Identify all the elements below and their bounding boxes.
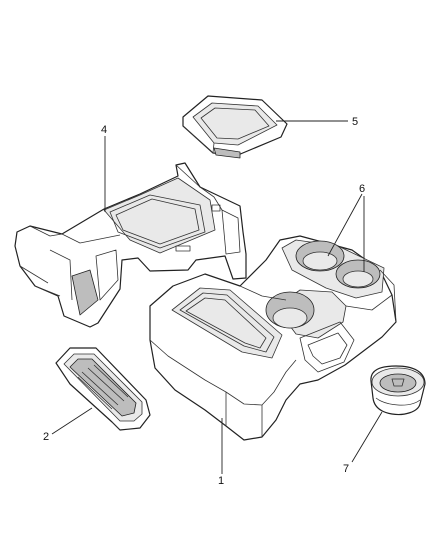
callout-5: 5 [352, 116, 358, 128]
callout-labels: 5 4 6 2 1 7 [43, 116, 365, 487]
part-7-cup-holder-insert [370, 365, 426, 416]
callout-6: 6 [359, 183, 365, 195]
part-1-console-body [149, 235, 397, 441]
callout-1: 1 [218, 475, 224, 487]
callout-4: 4 [101, 124, 107, 136]
callout-2: 2 [43, 431, 49, 443]
leader-7 [351, 411, 383, 463]
leader-lines [51, 120, 383, 474]
part-5-tray-insert [182, 95, 288, 159]
leader-6a [327, 193, 363, 257]
leader-2 [51, 407, 93, 435]
callout-7: 7 [343, 463, 349, 475]
part-4-console-base [14, 162, 247, 328]
part-2-storage-bin [55, 347, 151, 431]
